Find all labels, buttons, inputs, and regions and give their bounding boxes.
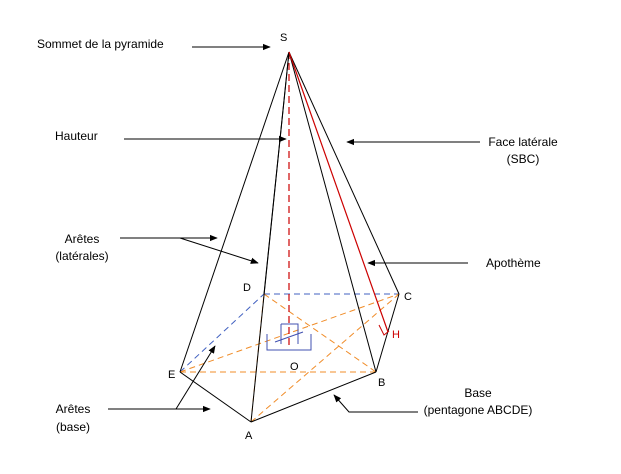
label-aretes-base-2: (base) [56,420,90,434]
label-aretes-laterales-2: (latérales) [55,249,108,263]
label-base-2: (pentagone ABCDE) [424,403,533,417]
lateral-edge-SA [250,51,290,423]
point-label-E: E [168,369,175,381]
edge-AB [250,371,377,423]
arrow-aretes-base-2 [175,345,216,410]
lateral-edge-SC [288,51,400,295]
point-label-S: S [280,32,287,44]
edge-BC [375,293,400,373]
apothem-line [288,51,389,333]
arrow-base [333,394,418,413]
label-sommet: Sommet de la pyramide [37,37,164,51]
arrow-aretes-laterales-2 [179,237,259,264]
point-label-B: B [378,377,385,389]
label-apotheme: Apothème [486,256,541,270]
label-aretes-base-1: Arêtes [56,402,91,416]
diagonal-AC [250,293,400,423]
visible-edges [179,51,400,423]
right-angle-marks [266,323,312,351]
annotation-arrows [108,43,480,413]
point-label-C: C [404,291,412,303]
base-diagonals [179,293,400,423]
point-label-O: O [290,361,299,373]
point-label-D: D [243,282,251,294]
edge-EA [179,371,252,423]
label-hauteur: Hauteur [55,129,98,143]
label-aretes-laterales-1: Arêtes [65,232,100,246]
lateral-edge-SE [179,51,290,373]
diagonal-DB [263,293,377,373]
point-label-H: H [392,329,400,341]
edge-ED [179,293,265,373]
hidden-base-edges [179,293,399,373]
label-face-laterale-1: Face latérale [488,135,558,149]
label-base-1: Base [464,386,492,400]
label-face-laterale-2: (SBC) [507,152,540,166]
apothem-right-angle [378,324,390,336]
diagonal-EC [179,293,400,373]
lateral-edge-SB [288,51,377,373]
point-label-A: A [245,430,253,442]
